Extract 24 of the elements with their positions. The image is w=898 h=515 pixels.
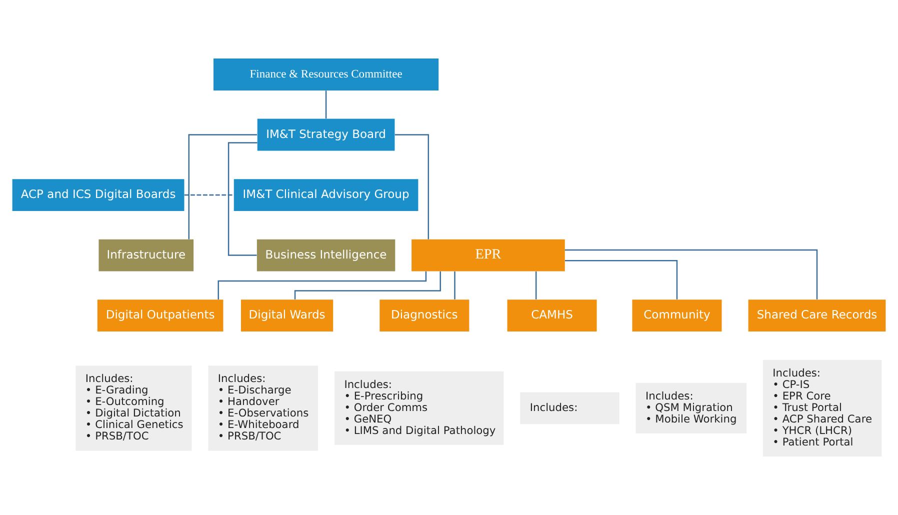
node-box: Infrastructure (98, 239, 194, 272)
connector (184, 194, 234, 196)
connector (218, 271, 427, 300)
node-box: Diagnostics (380, 300, 470, 332)
connector (394, 134, 430, 240)
connector (325, 90, 327, 119)
node-box: Shared Care Records (748, 300, 886, 332)
node-box: Finance & Resources Committee (214, 58, 439, 90)
connector (565, 260, 678, 300)
node-box: Digital Wards (240, 300, 334, 332)
connector (564, 249, 818, 300)
connector (294, 271, 441, 300)
node-box: Digital Outpatients (97, 300, 224, 332)
connector (535, 271, 537, 300)
connector (228, 142, 258, 256)
node-box: IM&T Strategy Board (257, 118, 395, 151)
node-box: Community (632, 300, 722, 332)
node-box: CAMHS (507, 300, 597, 332)
node-box: EPR (412, 239, 565, 272)
node-box: ACP and ICS Digital Boards (12, 179, 184, 211)
node-box: Business Intelligence (256, 239, 396, 272)
node-box: IM&T Clinical Advisory Group (234, 179, 418, 211)
connector (454, 271, 456, 300)
connector (188, 134, 258, 240)
